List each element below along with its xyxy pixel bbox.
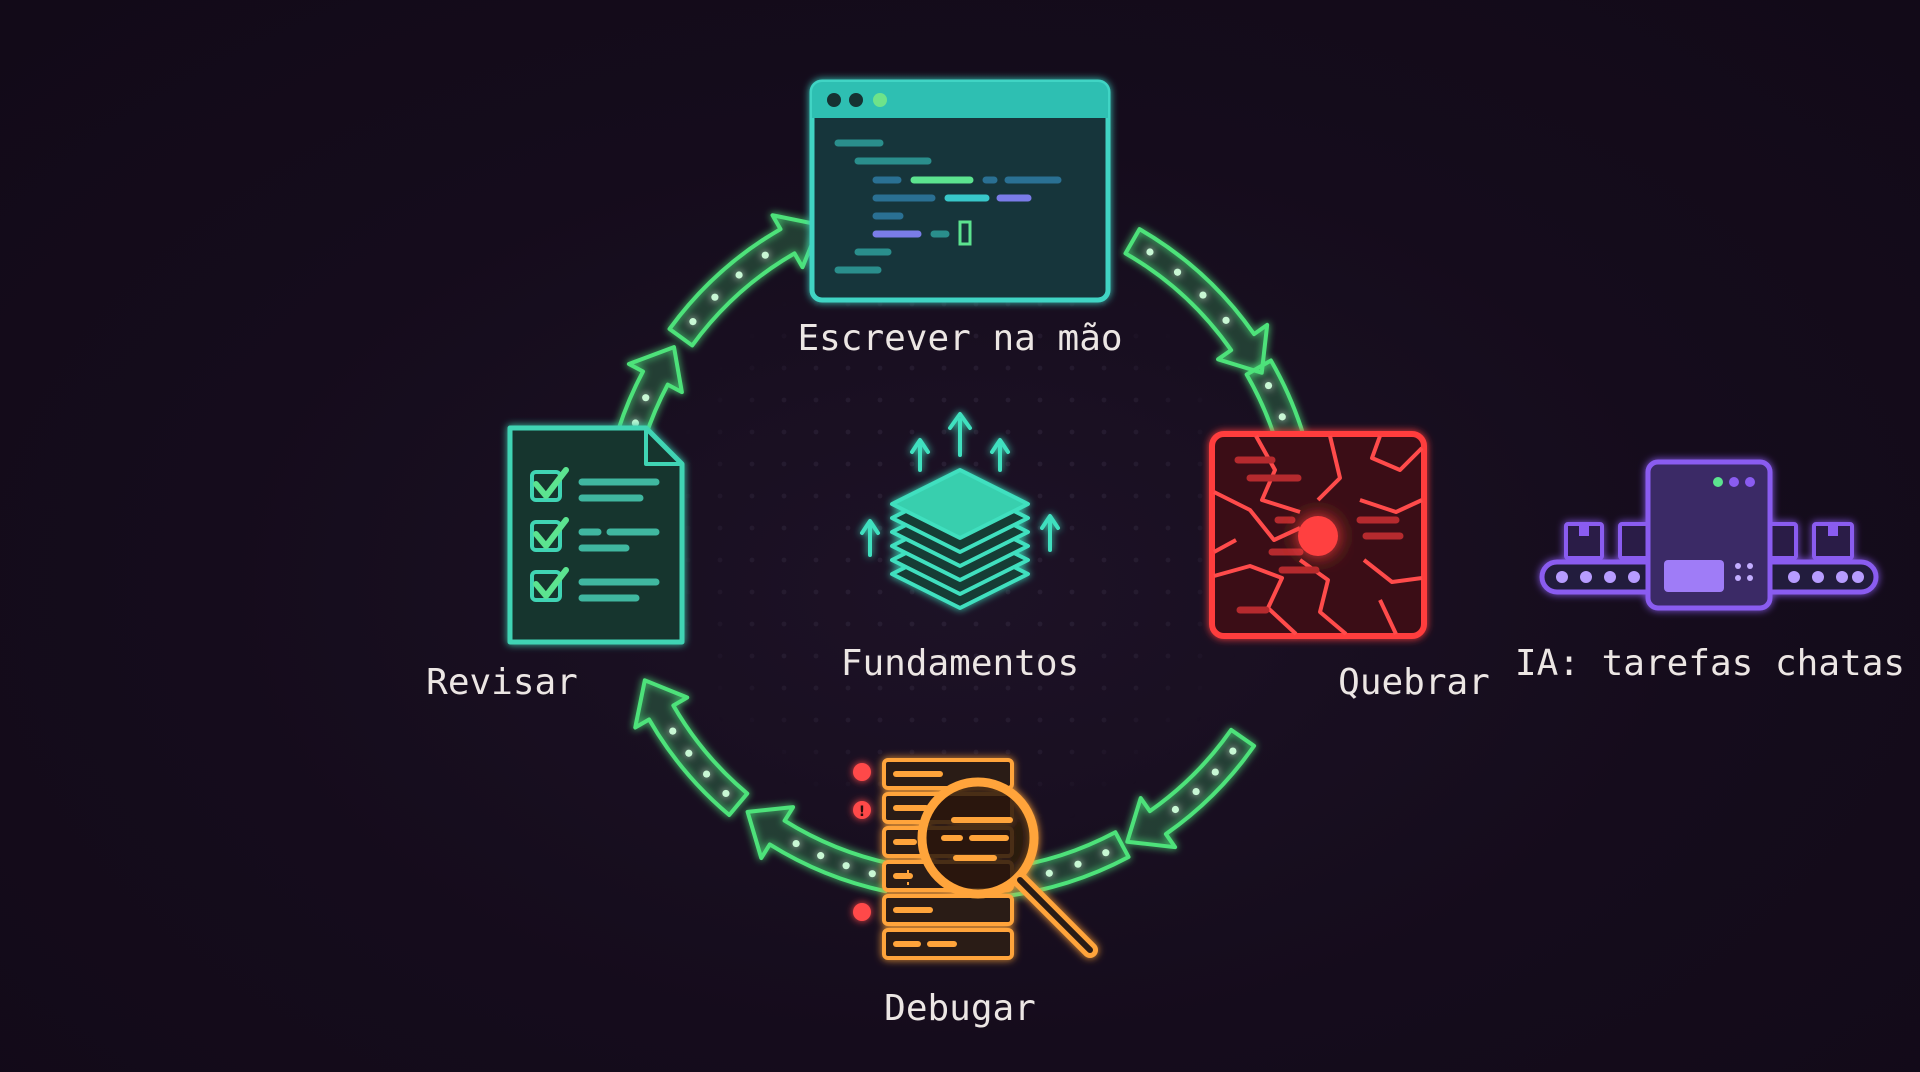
code-editor-window-icon <box>809 79 1111 303</box>
node-label-review: Revisar <box>426 662 578 703</box>
node-label-write: Escrever na mão <box>797 318 1122 359</box>
conveyor-roller <box>1556 571 1568 583</box>
conveyor-roller <box>1604 571 1616 583</box>
stack-layer <box>890 468 1030 540</box>
cycle-arrow <box>1123 227 1270 375</box>
cycle-arrow <box>633 678 750 818</box>
cracked-screen-icon <box>1209 431 1427 639</box>
ai-side-label: IA: tarefas chatas <box>1515 643 1905 684</box>
cycle-arrow <box>1125 727 1257 850</box>
conveyor-machine-icon <box>1539 459 1879 611</box>
conveyor-roller <box>1580 571 1592 583</box>
layered-stack-icon <box>860 412 1060 610</box>
node-label-break: Quebrar <box>1338 662 1490 703</box>
svg-text:!: ! <box>859 804 865 820</box>
conveyor-roller <box>1852 571 1864 583</box>
foundation-label: Fundamentos <box>841 643 1079 684</box>
conveyor-roller <box>1788 571 1800 583</box>
checklist-document-icon <box>507 425 685 645</box>
magnifier-log-icon: ! <box>853 758 1098 960</box>
conveyor-roller <box>1628 571 1640 583</box>
node-label-debug: Debugar <box>884 988 1036 1029</box>
conveyor-roller <box>1812 571 1824 583</box>
conveyor-roller <box>1836 571 1848 583</box>
cycle-arrow <box>745 805 894 894</box>
